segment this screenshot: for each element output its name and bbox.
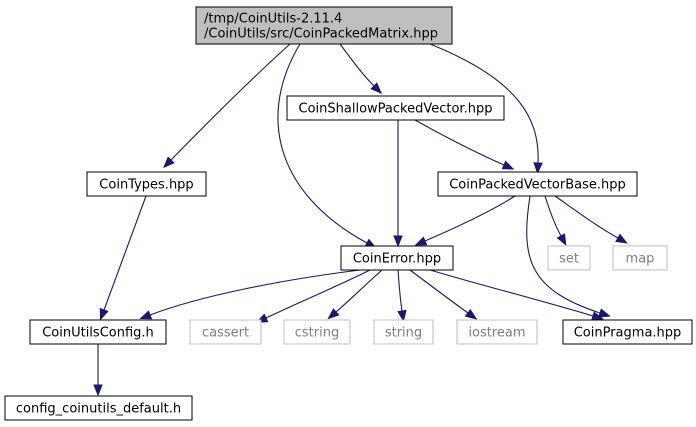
node-iostream: iostream (456, 319, 538, 345)
edge-line (277, 43, 368, 244)
node-string: string (373, 319, 434, 345)
arrowhead-icon (93, 384, 103, 397)
edge-line (335, 269, 383, 313)
nodes-layer: /tmp/CoinUtils-2.11.4/CoinUtils/src/Coin… (4, 6, 693, 421)
edge-root-to-shallow (339, 43, 383, 95)
edge-line (424, 195, 516, 242)
arrowhead-icon (615, 233, 628, 244)
node-configdef[interactable]: config_coinutils_default.h (4, 395, 193, 421)
node-label: set (559, 252, 579, 267)
node-label: CoinPragma.hpp (574, 326, 682, 341)
edge-line (103, 195, 147, 311)
node-box (562, 319, 693, 345)
edge-error-to-string (397, 269, 407, 323)
arrowhead-icon (591, 311, 604, 321)
edge-pvbase-to-set (544, 195, 567, 246)
arrowhead-icon (397, 309, 407, 323)
node-cassert: cassert (189, 319, 262, 345)
node-error[interactable]: CoinError.hpp (340, 245, 454, 271)
node-cstring: cstring (283, 319, 351, 345)
node-map: map (612, 245, 668, 271)
edge-line (149, 269, 361, 316)
edge-line (526, 195, 601, 314)
node-pragma[interactable]: CoinPragma.hpp (562, 319, 693, 345)
node-label: CoinUtilsConfig.h (42, 326, 154, 341)
node-label: iostream (468, 326, 525, 341)
node-label: CoinShallowPackedVector.hpp (299, 102, 493, 117)
node-label: /CoinUtils/src/CoinPackedMatrix.hpp (204, 27, 438, 42)
arrowhead-icon (598, 308, 611, 318)
edge-pvbase-to-map (554, 195, 628, 244)
node-box (437, 171, 638, 197)
node-box (340, 245, 454, 271)
node-box (189, 319, 262, 345)
node-box (4, 395, 193, 421)
node-label: string (385, 326, 422, 341)
node-label: config_coinutils_default.h (16, 402, 181, 417)
node-set: set (547, 245, 591, 271)
node-label: cassert (202, 326, 249, 341)
node-label: map (626, 252, 655, 267)
node-label: /tmp/CoinUtils-2.11.4 (204, 12, 342, 27)
node-box (283, 319, 351, 345)
edge-error-to-pragma (429, 269, 604, 321)
arrowhead-icon (556, 233, 567, 246)
node-box (195, 6, 453, 45)
node-label: CoinTypes.hpp (99, 178, 193, 193)
edge-error-to-iostream (409, 269, 478, 320)
edge-line (429, 269, 594, 317)
edge-shallow-to-pvbase (414, 119, 515, 170)
edge-line (339, 43, 375, 87)
node-label: CoinError.hpp (353, 252, 441, 267)
node-types[interactable]: CoinTypes.hpp (86, 171, 207, 197)
node-shallow[interactable]: CoinShallowPackedVector.hpp (286, 95, 505, 121)
edge-line (414, 119, 505, 166)
edge-error-to-cstring (327, 269, 383, 320)
node-label: CoinPackedVectorBase.hpp (449, 178, 626, 193)
edge-line (409, 269, 469, 314)
node-box (86, 171, 207, 197)
arrowhead-icon (464, 308, 478, 320)
edge-line (429, 43, 539, 164)
edge-line (554, 195, 619, 239)
node-box (373, 319, 434, 345)
edge-pvbase-to-error (414, 195, 516, 246)
arrowhead-icon (370, 82, 383, 95)
node-pvbase[interactable]: CoinPackedVectorBase.hpp (437, 171, 638, 197)
edge-shallow-to-error (393, 120, 403, 248)
node-label: cstring (295, 326, 339, 341)
node-root[interactable]: /tmp/CoinUtils-2.11.4/CoinUtils/src/Coin… (195, 6, 453, 45)
arrowhead-icon (393, 235, 403, 248)
edge-line (397, 269, 403, 312)
arrowhead-icon (327, 308, 340, 320)
node-box (29, 319, 167, 345)
node-box (456, 319, 538, 345)
node-box (547, 245, 591, 271)
arrowhead-icon (501, 160, 515, 170)
arrowhead-icon (139, 310, 153, 320)
edge-types-to-config (99, 195, 147, 321)
node-box (286, 95, 505, 121)
arrowhead-icon (414, 236, 428, 246)
edge-root-to-pvbase (429, 43, 543, 175)
arrowhead-icon (163, 156, 175, 169)
edge-pvbase-to-pragma (526, 195, 611, 318)
edge-line (170, 43, 291, 161)
arrowhead-icon (533, 162, 543, 175)
node-config[interactable]: CoinUtilsConfig.h (29, 319, 167, 345)
arrowhead-icon (99, 307, 109, 321)
edge-line (544, 195, 562, 237)
edge-root-to-types (163, 43, 291, 169)
edge-error-to-config (139, 269, 361, 320)
edge-line (265, 269, 371, 319)
node-box (612, 245, 668, 271)
edge-root-to-error (277, 43, 377, 249)
edge-config-to-configdef (93, 344, 103, 397)
